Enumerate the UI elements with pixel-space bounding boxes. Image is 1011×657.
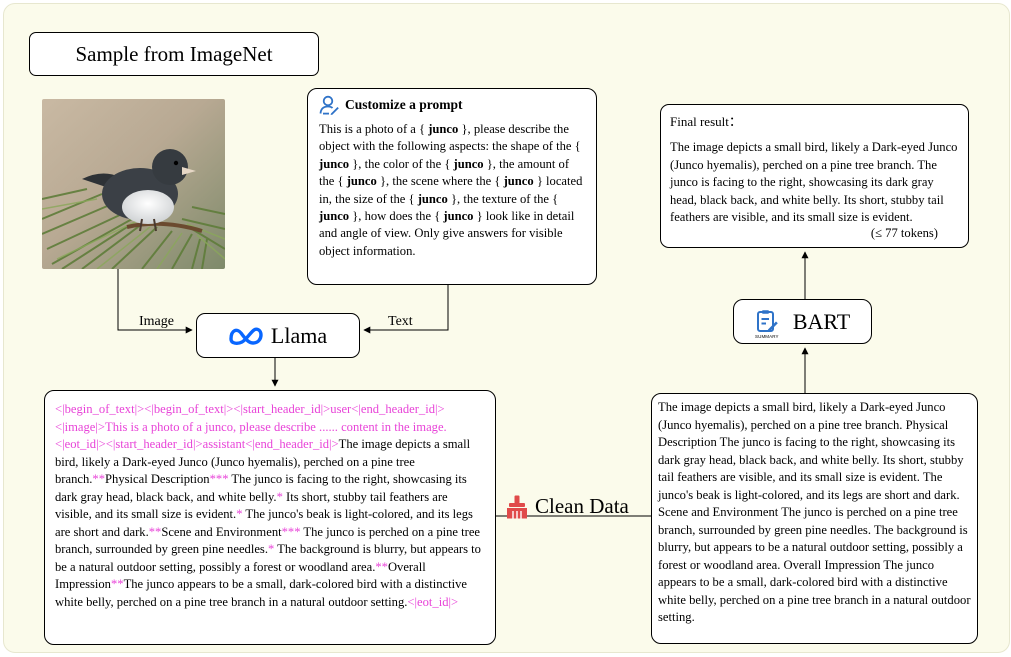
prompt-keyword: junco bbox=[319, 156, 350, 171]
sample-title: Sample from ImageNet bbox=[75, 41, 273, 66]
user-edit-icon bbox=[319, 95, 339, 115]
bart-node: SUMMARY BART bbox=[733, 299, 872, 344]
final-result-text: The image depicts a small bird, likely a… bbox=[670, 140, 958, 224]
output-segment: The junco is perched on a pine tree bran… bbox=[55, 524, 481, 557]
output-segment: The background is blurry, but appears to… bbox=[55, 542, 481, 574]
broom-icon bbox=[507, 495, 527, 518]
prompt-segment: This is a photo of a { bbox=[319, 122, 429, 136]
raw-output-text: <|begin_of_text|><|begin_of_text|><|star… bbox=[55, 401, 485, 611]
llama-label: Llama bbox=[270, 322, 328, 348]
special-token: * bbox=[276, 489, 283, 504]
output-segment: Its short, stubby tail feathers are visi… bbox=[55, 489, 448, 522]
raw-output-box: <|begin_of_text|><|begin_of_text|><|star… bbox=[44, 390, 496, 645]
image-to-llama-arrow bbox=[117, 269, 193, 334]
prompt-segment: } located in, the size of the { bbox=[319, 174, 583, 206]
prompt-segment: } look like in detail and angle of view.… bbox=[319, 209, 575, 258]
diagram-canvas: Sample from ImageNet bbox=[3, 3, 1010, 653]
output-segment: The junco appears to be a small, dark-co… bbox=[55, 577, 467, 609]
special-token: * bbox=[267, 542, 275, 556]
summary-icon bbox=[756, 309, 778, 332]
prompt-keyword: junco bbox=[346, 174, 377, 189]
prompt-keyword: junco bbox=[503, 174, 534, 189]
prompt-segment: }, the scene where the { bbox=[376, 174, 504, 189]
clean-data-label-group: Clean Data bbox=[506, 494, 629, 519]
special-token: *** bbox=[209, 472, 229, 486]
special-token: ** bbox=[148, 524, 162, 539]
bart-label: BART bbox=[792, 308, 851, 334]
output-segment: Physical Description bbox=[105, 472, 210, 486]
junco-photo bbox=[42, 99, 225, 269]
special-token: ** bbox=[110, 577, 124, 591]
clean-output-text: The image depicts a small bird, likely a… bbox=[658, 400, 971, 624]
special-token: * bbox=[236, 507, 243, 521]
final-result-box: Final result： The image depicts a small … bbox=[660, 104, 969, 248]
sample-title-box: Sample from ImageNet bbox=[29, 32, 319, 76]
prompt-segment: }, the color of the { bbox=[349, 156, 454, 171]
prompt-text: This is a photo of a { junco }, please d… bbox=[319, 121, 586, 260]
prompt-segment: }, the texture of the { bbox=[447, 191, 559, 206]
prompt-segment: }, the amount of the { bbox=[319, 156, 570, 189]
llama-node: Llama bbox=[196, 313, 360, 358]
prompt-segment: }, please describe the object with the f… bbox=[319, 122, 581, 154]
text-edge-label: Text bbox=[388, 314, 413, 329]
prompt-keyword: junco bbox=[453, 156, 484, 171]
meta-logo-icon bbox=[229, 327, 263, 345]
prompt-header: Customize a prompt bbox=[319, 95, 586, 115]
final-result-label: Final result： bbox=[670, 114, 742, 129]
text-to-llama-arrow bbox=[363, 285, 449, 334]
output-segment: Overall Impression bbox=[55, 559, 426, 592]
special-token: *** bbox=[281, 524, 301, 539]
output-segment: The image depicts a small bird, likely a… bbox=[55, 437, 471, 486]
output-segment: The junco is facing to the right, showca… bbox=[55, 472, 467, 504]
special-token: <|eot_id|> bbox=[407, 594, 459, 609]
summary-caption: SUMMARY bbox=[755, 333, 779, 339]
prompt-keyword: junco bbox=[319, 209, 350, 224]
prompt-box: Customize a prompt This is a photo of a … bbox=[307, 88, 597, 285]
clean-output-box: The image depicts a small bird, likely a… bbox=[651, 393, 978, 644]
special-token: ** bbox=[375, 559, 388, 574]
output-segment: Scene and Environment bbox=[161, 524, 282, 539]
image-edge-label: Image bbox=[139, 314, 174, 329]
prompt-title: Customize a prompt bbox=[345, 97, 463, 112]
output-segment: The junco's beak is light-colored, and i… bbox=[55, 507, 473, 539]
prompt-keyword: junco bbox=[428, 122, 459, 136]
prompt-segment: }, how does the { bbox=[349, 209, 444, 224]
special-token: <|begin_of_text|><|begin_of_text|><|star… bbox=[55, 402, 447, 451]
prompt-keyword: junco bbox=[417, 191, 448, 206]
token-limit: (≤ 77 tokens) bbox=[870, 226, 938, 240]
special-token: ** bbox=[92, 472, 106, 486]
clean-data-label: Clean Data bbox=[535, 494, 629, 518]
prompt-keyword: junco bbox=[443, 209, 474, 224]
